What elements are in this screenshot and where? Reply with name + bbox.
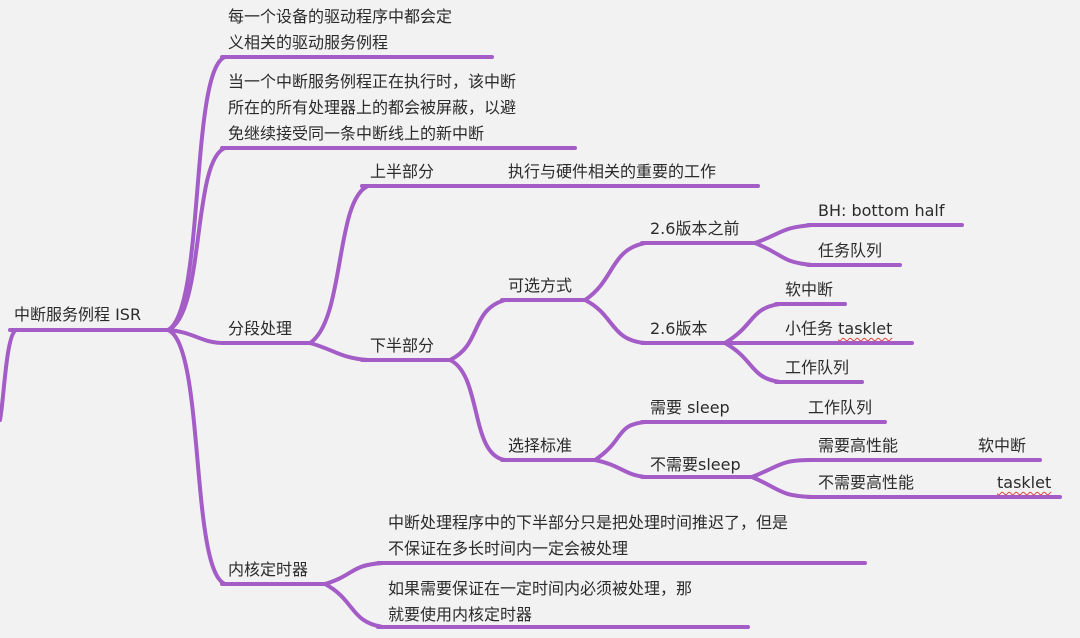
tophalf-desc: 执行与硬件相关的重要的工作: [508, 162, 717, 181]
timer-note1-line-1: 中断处理程序中的下半部分只是把处理时间推迟了，但是: [388, 513, 789, 532]
driver-note-line-1: 每一个设备的驱动程序中都会定: [228, 7, 453, 26]
edge-timer-note1: [323, 561, 385, 586]
tasklet-en-text: tasklet: [838, 319, 893, 338]
edge-root-timer: [166, 328, 227, 586]
edge-criteria-needsleep: [593, 420, 647, 462]
nohighperf-node-label[interactable]: 不需要高性能: [818, 473, 915, 492]
root-left-connector: [0, 328, 18, 422]
timer-node-label[interactable]: 内核定时器: [228, 560, 309, 579]
timer-note1-line-2: 不保证在多长时间内一定会被处理: [388, 539, 629, 558]
tophalf-node-label[interactable]: 上半部分: [370, 162, 435, 181]
options-node-label[interactable]: 可选方式: [508, 276, 573, 295]
timer-note2-line-1: 如果需要保证在一定时间内必须被处理，那: [388, 579, 693, 598]
bh-node-label[interactable]: BH: bottom half: [818, 201, 945, 220]
needsleep-result: 工作队列: [808, 398, 873, 417]
edge-before26-taskqueue: [753, 241, 814, 267]
edge-criteria-nosleep: [593, 458, 647, 479]
masking-note-line-2: 所在的所有处理器上的都会被屏蔽，以避: [228, 98, 517, 117]
workqueue-node-label[interactable]: 工作队列: [785, 358, 850, 377]
edge-split-bottomhalf: [308, 341, 370, 362]
edge-nosleep-nohighperf: [750, 475, 814, 499]
edge-options-before26: [583, 241, 647, 302]
edge-split-tophalf: [308, 184, 370, 345]
edge-root-driver: [166, 55, 227, 332]
edge-bottomhalf-criteria: [448, 358, 507, 462]
masking-note-line-3: 免继续接受同一条中断线上的新中断: [228, 124, 485, 143]
edge-root-split: [166, 328, 227, 345]
highperf-node-label[interactable]: 需要高性能: [818, 436, 899, 455]
edge-options-v26: [583, 298, 647, 345]
highperf-result: 软中断: [978, 436, 1027, 455]
edge-before26-bh: [753, 223, 814, 245]
tasklet-node-label[interactable]: 小任务 tasklet: [785, 315, 892, 342]
taskqueue-node-label[interactable]: 任务队列: [818, 241, 883, 260]
v26-node-label[interactable]: 2.6版本: [650, 319, 708, 338]
root-node-label[interactable]: 中断服务例程 ISR: [14, 305, 142, 324]
split-node-label[interactable]: 分段处理: [228, 319, 293, 338]
edge-timer-note2: [323, 582, 385, 629]
edge-nosleep-highperf: [750, 458, 814, 479]
timer-note2-line-2: 就要使用内核定时器: [388, 605, 533, 624]
needsleep-node-label[interactable]: 需要 sleep: [650, 398, 730, 417]
edge-bottomhalf-options: [448, 298, 507, 362]
edge-root-masking: [166, 146, 227, 332]
edge-v26-workqueue: [723, 341, 782, 384]
softirq-node-label[interactable]: 软中断: [785, 280, 834, 299]
driver-note-line-2: 义相关的驱动服务例程: [228, 33, 389, 52]
nohighperf-result: tasklet: [997, 473, 1052, 492]
edge-v26-softirq: [723, 302, 782, 345]
criteria-node-label[interactable]: 选择标准: [508, 436, 573, 455]
tasklet-cn-text: 小任务: [785, 319, 834, 338]
bottomhalf-node-label[interactable]: 下半部分: [370, 336, 435, 355]
nosleep-node-label[interactable]: 不需要sleep: [650, 455, 741, 474]
before26-node-label[interactable]: 2.6版本之前: [650, 219, 740, 238]
masking-note-line-1: 当一个中断服务例程正在执行时，该中断: [228, 72, 517, 91]
